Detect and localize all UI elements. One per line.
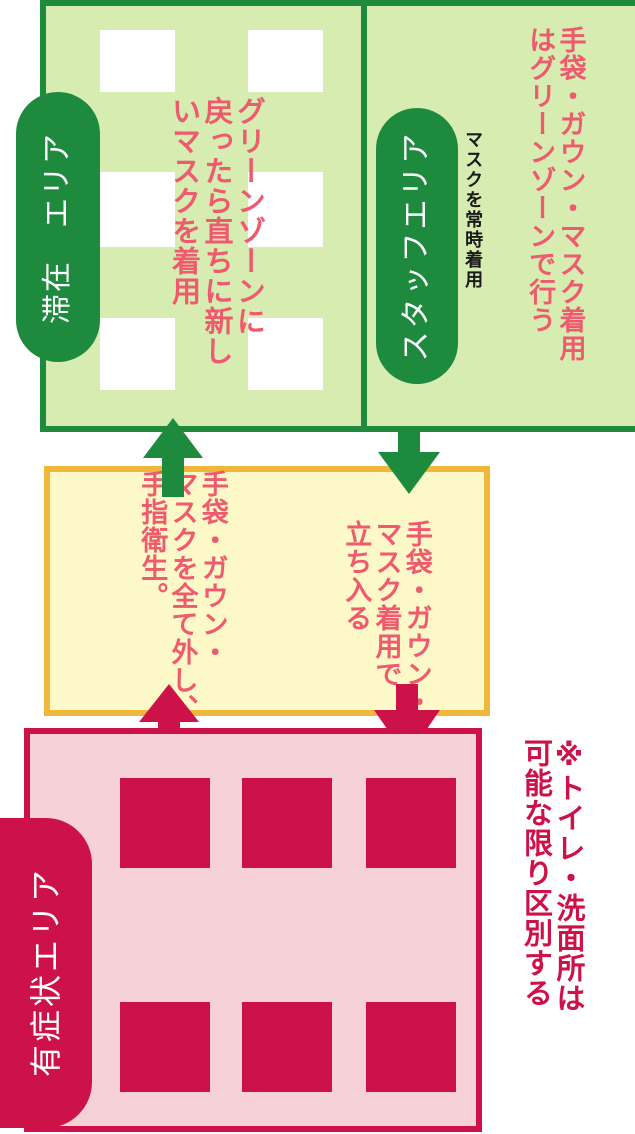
transition-exit-instruction: 手袋・ガウン・ マスクを全て外し、 手指衛生。 [136,470,227,722]
staff-area-label-pill [376,108,458,384]
staff-instruction-line: はグリーンゾーンで行う [524,26,556,334]
symptomatic-room [120,1002,210,1092]
entry-instruction-line: マスク着用で [370,520,402,688]
entry-instruction-line: 立ち入る [340,520,372,632]
staff-area-label: スタッフエリア [399,130,434,362]
footnote-line: ※トイレ・洗面所は [551,738,586,1013]
transition-entry-instruction: 手袋・ガウン・ マスク着用で 立ち入る [340,520,431,716]
exit-instruction-line: マスクを全て外し、 [166,470,198,722]
area-divider [361,0,367,432]
stay-room [248,172,323,247]
symptomatic-room [242,1002,332,1092]
symptomatic-area-label-tab [0,818,92,1128]
stay-room [100,30,175,92]
stay-room [248,30,323,92]
transition-zone [44,466,490,716]
exit-instruction-line: 手袋・ガウン・ [196,470,228,666]
symptomatic-room [242,778,332,868]
symptomatic-area-label: 有症状エリア [27,867,65,1078]
footnote: ※トイレ・洗面所は 可能な限り区別する [519,738,586,1013]
footnote-line: 可能な限り区別する [519,738,554,1008]
stay-area-label: 滞在 エリア [40,132,75,324]
stay-area-label-pill [16,92,100,362]
stay-area-instruction: グリーンゾーンに 戻ったら直ちに新し いマスクを着用 [167,96,267,366]
stay-room [100,318,175,390]
entry-instruction-line: 手袋・ガウン・ [400,520,432,716]
staff-instruction-line: 手袋・ガウン・マスク着用 [554,26,586,362]
staff-area-instruction: 手袋・ガウン・マスク着用 はグリーンゾーンで行う [524,26,586,362]
stay-room [100,172,175,247]
exit-instruction-line: 手指衛生。 [136,470,168,610]
symptomatic-room [366,1002,456,1092]
symptomatic-room [366,778,456,868]
stay-instruction-line: 戻ったら直ちに新し [199,96,234,366]
symptomatic-room [120,778,210,868]
stay-instruction-line: グリーンゾーンに [232,96,267,336]
staff-area-note: マスクを常時着用 [462,130,484,290]
stay-instruction-line: いマスクを着用 [167,96,202,306]
stay-room [248,318,323,390]
